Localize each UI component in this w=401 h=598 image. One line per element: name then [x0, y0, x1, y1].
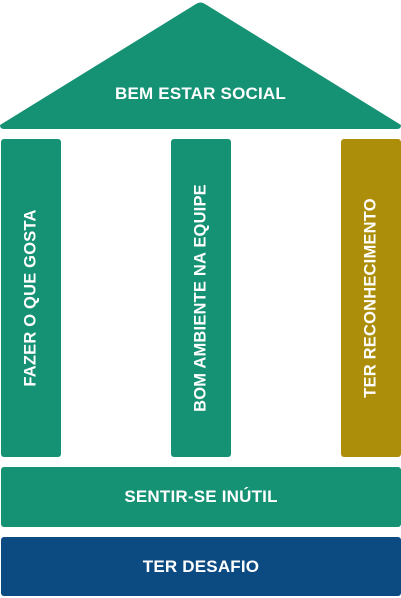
pillar-label: FAZER O QUE GOSTA [21, 209, 40, 387]
pillar-ter-reconhecimento: TER RECONHECIMENTO [341, 139, 401, 457]
base-bar-label: TER DESAFIO [142, 556, 260, 576]
base-bar-sentir-se-inutil: SENTIR-SE INÚTIL [1, 467, 401, 527]
pillar-fazer-o-que-gosta: FAZER O QUE GOSTA [1, 139, 61, 457]
roof-triangle [0, 2, 401, 129]
pillar-label: BOM AMBIENTE NA EQUIPE [191, 184, 210, 412]
roof-shape [0, 2, 401, 129]
base-bar-label: SENTIR-SE INÚTIL [124, 487, 278, 506]
pillar-bom-ambiente-na-equipe: BOM AMBIENTE NA EQUIPE [171, 139, 231, 457]
roof-label: BEM ESTAR SOCIAL [114, 84, 286, 103]
pillar-label: TER RECONHECIMENTO [361, 198, 380, 398]
base-bar-ter-desafio: TER DESAFIO [1, 537, 401, 596]
